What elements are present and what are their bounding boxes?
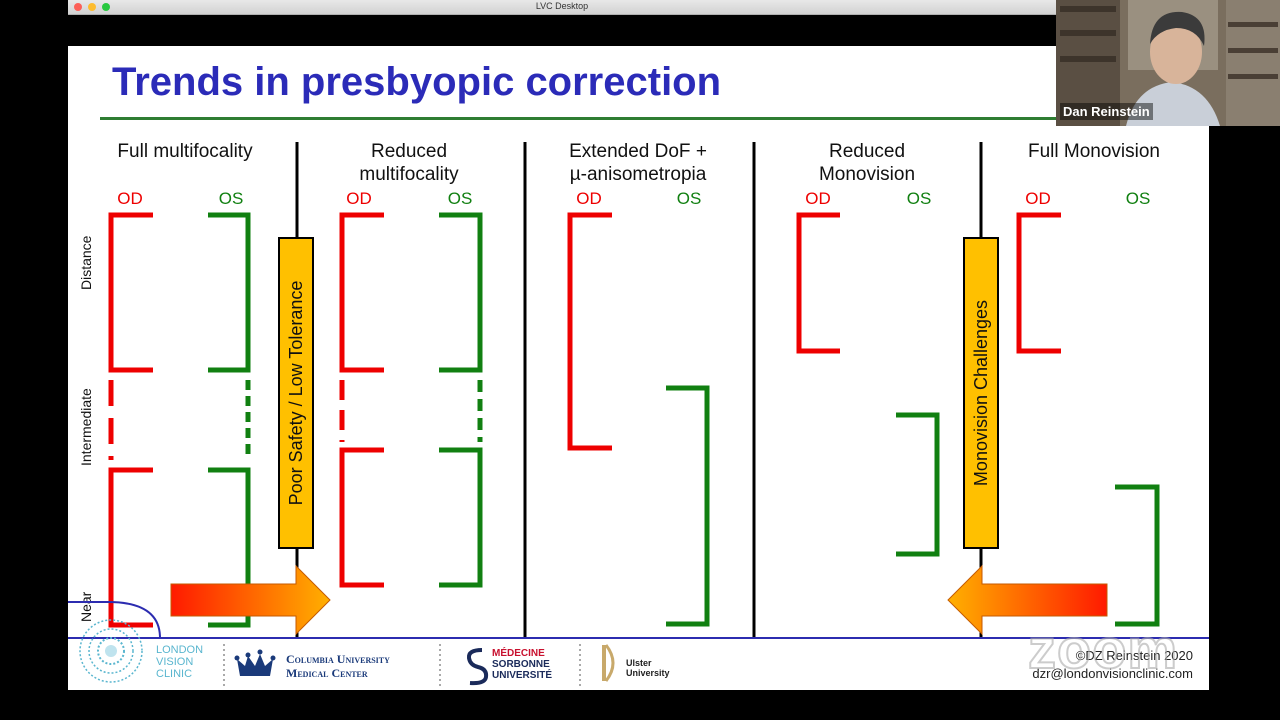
od-label: OD <box>805 189 831 208</box>
close-window-button[interactable] <box>74 3 82 11</box>
callout-monovision-text: Monovision Challenges <box>971 299 991 487</box>
os-range-bracket <box>666 385 710 627</box>
os-label: OS <box>906 189 932 208</box>
window-titlebar: LVC Desktop <box>68 0 1056 15</box>
column-heading-line: Full Monovision <box>1028 141 1160 162</box>
od-distance-bracket <box>108 212 153 373</box>
ulster-university-logo <box>602 644 615 682</box>
od-range-bracket <box>796 212 840 354</box>
lvc-line: CLINIC <box>156 668 193 680</box>
column-heading-line: Reduced <box>370 141 448 162</box>
column-heading-line: Full multifocality <box>117 141 253 162</box>
window-title: LVC Desktop <box>535 1 589 11</box>
os-label: OS <box>447 189 473 208</box>
sorbonne-line: SORBONNE <box>492 659 550 670</box>
lvc-line: LONDON <box>156 644 204 656</box>
london-vision-clinic-logo <box>79 619 143 683</box>
column-heading-line: multifocality <box>359 164 459 185</box>
od-label: OD <box>346 189 372 208</box>
sorbonne-logo <box>466 648 489 686</box>
zoom-window-button[interactable] <box>102 3 110 11</box>
callout-box-safety <box>278 237 314 549</box>
shared-slide: Trends in presbyopic correction Full mul… <box>68 46 1209 690</box>
minimize-window-button[interactable] <box>88 3 96 11</box>
od-label: OD <box>576 189 602 208</box>
sorbonne-line: MÉDECINE <box>492 648 545 659</box>
lvc-line: VISION <box>156 656 194 668</box>
title-rule <box>100 117 1209 120</box>
os-label: OS <box>1125 189 1151 208</box>
od-near-bracket <box>339 447 384 588</box>
sorbonne-line: UNIVERSITÉ <box>492 670 553 681</box>
column-heading-line: µ-anisometropia <box>569 164 707 185</box>
od-range-bracket <box>567 212 612 451</box>
participant-name: Dan Reinstein <box>1060 103 1153 120</box>
column-heading-reduced-monovision: Reduced Monovision <box>772 140 962 186</box>
os-near-bracket <box>439 447 483 588</box>
copyright-text: ©DZ Reinstein 2020 <box>1075 648 1193 663</box>
od-near-bracket <box>108 467 153 628</box>
column-heading-line: Monovision <box>818 164 916 185</box>
columbia-crown-icon <box>234 649 276 676</box>
ulster-line: University <box>626 668 670 678</box>
os-range-bracket <box>896 412 940 557</box>
od-label: OD <box>1025 189 1051 208</box>
column-heading-full-multifocality: Full multifocality <box>90 140 280 163</box>
column-heading-line: Reduced <box>828 141 906 162</box>
od-range-bracket <box>1016 212 1061 354</box>
arrow-right-icon <box>170 564 331 636</box>
arrow-left-icon <box>947 564 1108 636</box>
column-heading-line: Extended DoF + <box>569 141 707 162</box>
callout-safety-text: Poor Safety / Low Tolerance <box>286 280 306 506</box>
video-frame <box>1056 0 1280 126</box>
contact-email: dzr@londonvisionclinic.com <box>1032 666 1193 681</box>
column-heading-reduced-multifocality: Reduced multifocality <box>314 140 504 186</box>
footer-curve <box>68 601 161 639</box>
os-near-bracket <box>208 467 251 628</box>
columbia-line: Columbia University <box>286 652 390 666</box>
os-label: OS <box>676 189 702 208</box>
ulster-line: Ulster <box>626 658 652 668</box>
os-range-bracket <box>1115 484 1160 627</box>
sorbonne-logo-text: MÉDECINE SORBONNE UNIVERSITÉ <box>492 648 552 681</box>
callout-box-monovision <box>963 237 999 549</box>
slide-title: Trends in presbyopic correction <box>112 60 722 104</box>
os-label: OS <box>218 189 244 208</box>
correction-diagram <box>68 142 1209 686</box>
od-distance-bracket <box>339 212 384 373</box>
od-label: OD <box>117 189 143 208</box>
zoom-watermark: zoom <box>1027 616 1179 681</box>
lvc-logo-text: LONDON VISION CLINIC <box>156 644 203 680</box>
speaker-video-tile[interactable]: Dan Reinstein <box>1056 0 1280 126</box>
column-heading-extended-dof: Extended DoF + µ-anisometropia <box>538 140 738 186</box>
os-distance-bracket <box>439 212 483 373</box>
columbia-logo-text: Columbia University Medical Center <box>286 652 390 680</box>
columbia-line: Medical Center <box>286 666 368 680</box>
os-distance-bracket <box>208 212 251 373</box>
ulster-logo-text: Ulster University <box>626 658 670 678</box>
column-heading-full-monovision: Full Monovision <box>994 140 1194 163</box>
